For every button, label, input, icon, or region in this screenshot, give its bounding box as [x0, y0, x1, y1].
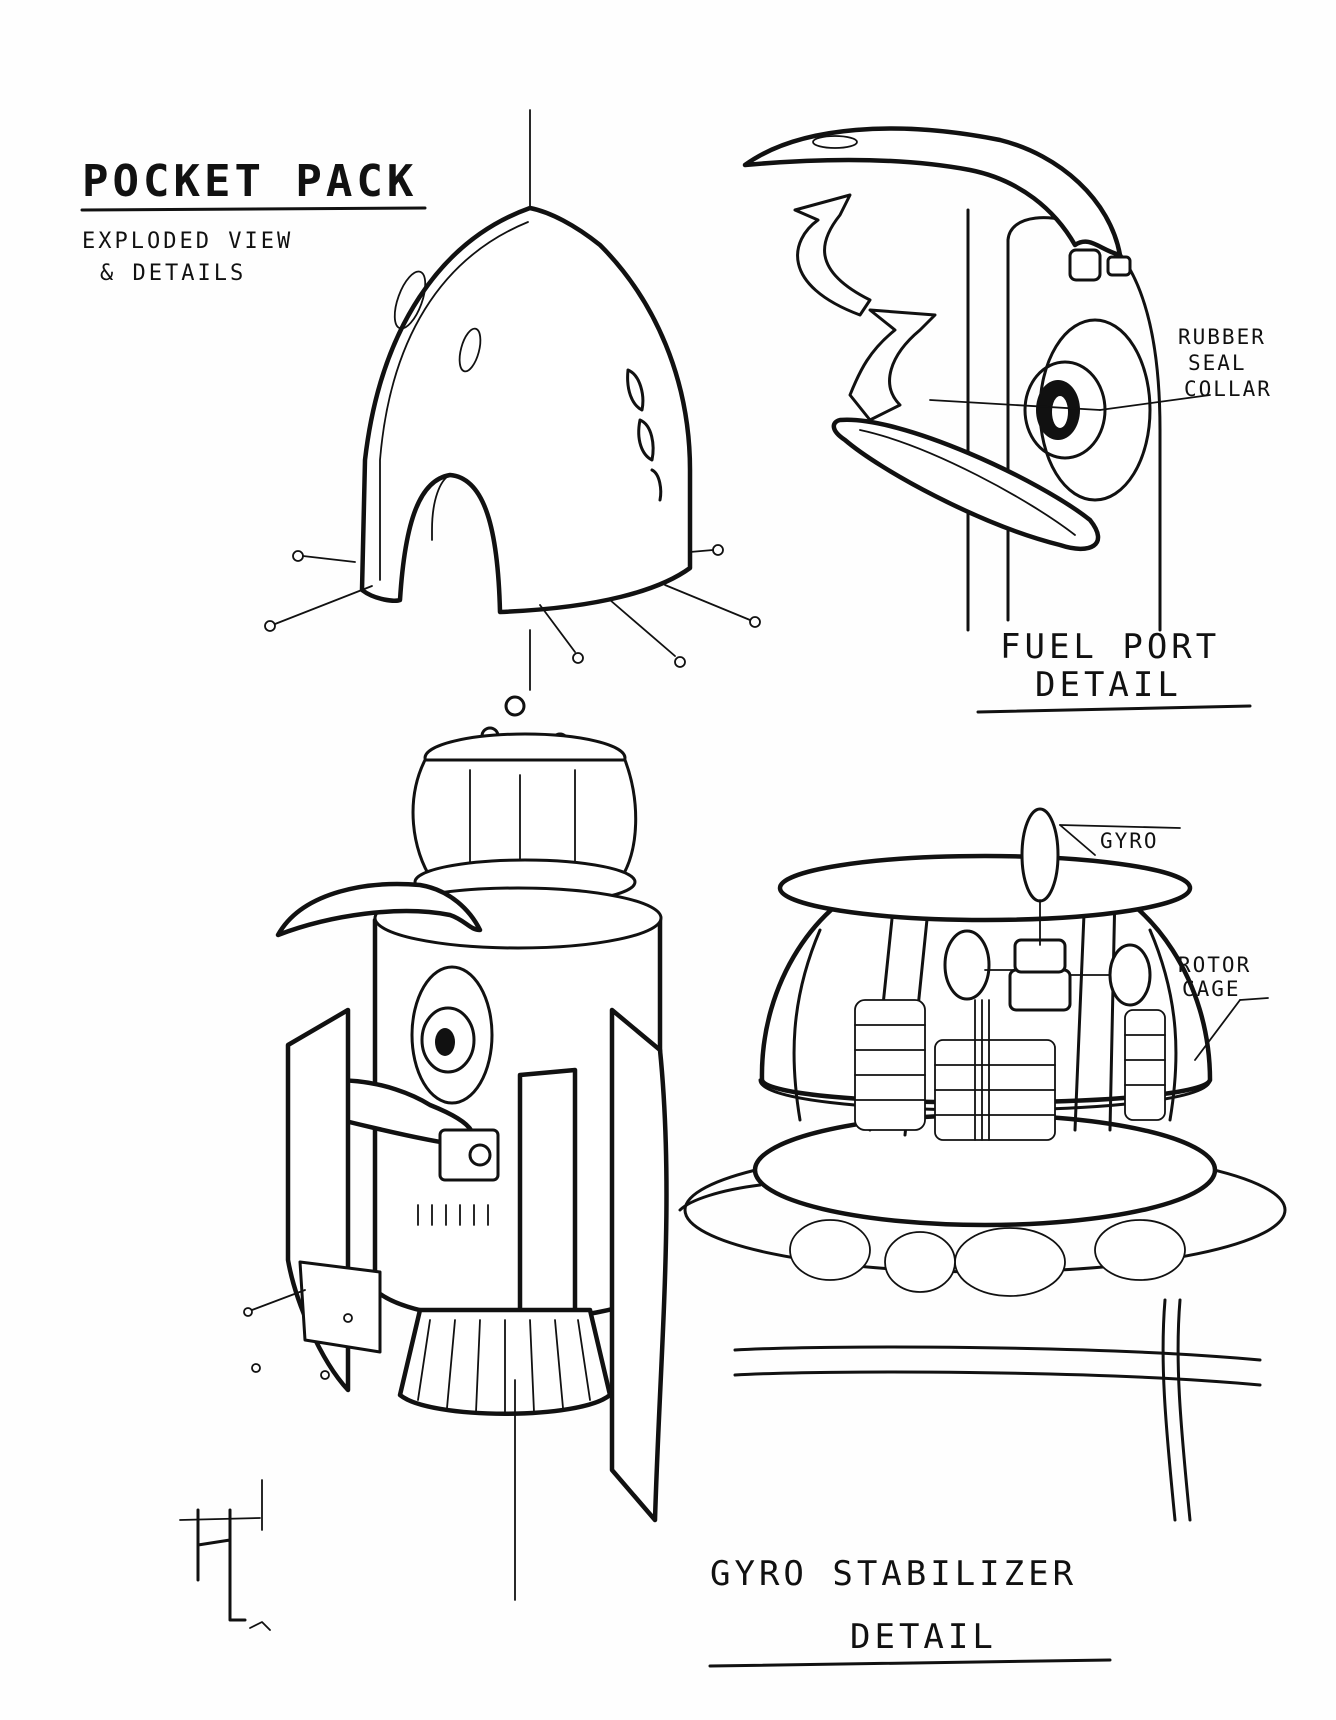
fuel-port-label-2: DETAIL — [1035, 665, 1182, 705]
callout-seal: SEAL — [1188, 351, 1247, 375]
callout-rotor: ROTOR — [1178, 953, 1251, 977]
callout-cage: CAGE — [1182, 977, 1241, 1001]
fuel-port-drawing: RUBBER SEAL COLLAR FUEL PORT DETAIL — [742, 126, 1272, 714]
callout-collar: COLLAR — [1184, 377, 1272, 401]
title-block: POCKET PACK EXPLODED VIEW & DETAILS — [80, 156, 427, 286]
subtitle-line-2: & DETAILS — [100, 261, 246, 286]
fuel-port-label-1: FUEL PORT — [1000, 627, 1220, 667]
callout-gyro: GYRO — [1100, 829, 1159, 853]
gyro-label-2: DETAIL — [850, 1617, 997, 1657]
artist-signature — [179, 1479, 271, 1631]
callout-rubber: RUBBER — [1178, 325, 1266, 349]
subtitle-line-1: EXPLODED VIEW — [82, 229, 293, 254]
rocket-body-drawing — [179, 695, 669, 1631]
gyro-label-1: GYRO STABILIZER — [710, 1554, 1077, 1594]
gyro-stabilizer-drawing: GYRO ROTOR CAGE GYRO STABILIZER DETAIL — [678, 807, 1287, 1668]
nose-cone-drawing — [264, 109, 761, 691]
title: POCKET PACK — [82, 156, 417, 207]
